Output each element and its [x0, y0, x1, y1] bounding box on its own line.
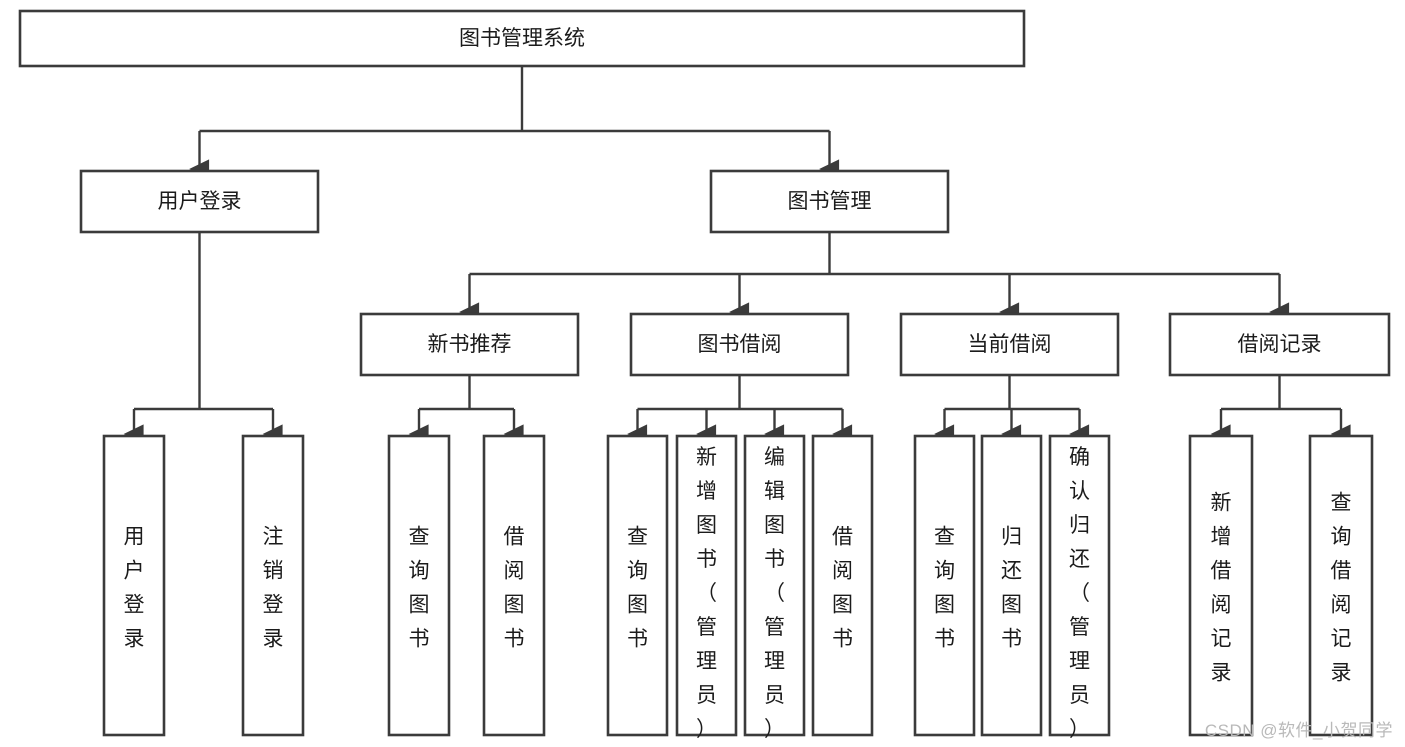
node-current-borrow[interactable]: 当前借阅: [899, 312, 1120, 377]
node-label-user-login: 用户登录: [158, 190, 242, 213]
node-book-manage[interactable]: 图书管理: [709, 169, 950, 234]
node-box-user-login: [79, 169, 320, 234]
node-leaf-borrow-book[interactable]: 借阅图书: [811, 434, 874, 737]
node-box-leaf-query-book-current: [913, 434, 976, 737]
node-box-leaf-query-borrow-record: [1308, 434, 1374, 737]
node-leaf-add-book-admin[interactable]: 新增图书（管理员）: [675, 434, 738, 741]
watermark-text: CSDN @软件_小贺同学: [1204, 721, 1393, 740]
node-label-new-book-recommend: 新书推荐: [428, 333, 512, 356]
node-label-root: 图书管理系统: [459, 27, 585, 50]
node-root[interactable]: 图书管理系统: [18, 9, 1026, 68]
node-label-borrow-record: 借阅记录: [1238, 333, 1322, 356]
node-box-leaf-return-book: [980, 434, 1043, 737]
connector-group-root: [189, 66, 840, 179]
node-leaf-add-borrow-record[interactable]: 新增借阅记录: [1188, 434, 1254, 737]
node-label-leaf-borrow-book: 借阅图书: [832, 526, 853, 651]
connector-group-user-login: [123, 232, 283, 444]
node-leaf-query-borrow-record[interactable]: 查询借阅记录: [1308, 434, 1374, 737]
node-user-login[interactable]: 用户登录: [79, 169, 320, 234]
node-box-leaf-logout-login: [241, 434, 305, 737]
node-leaf-return-book[interactable]: 归还图书: [980, 434, 1043, 737]
node-label-current-borrow: 当前借阅: [968, 333, 1052, 356]
node-leaf-confirm-return-admin[interactable]: 确认归还（管理员）: [1048, 434, 1111, 741]
node-label-leaf-query-borrow-record: 查询借阅记录: [1331, 492, 1352, 685]
connector-group-book-manage: [459, 232, 1290, 322]
node-label-leaf-borrow-book-recommend: 借阅图书: [504, 526, 525, 651]
node-box-new-book-recommend: [359, 312, 580, 377]
node-leaf-query-book-recommend[interactable]: 查询图书: [387, 434, 451, 737]
node-book-borrow[interactable]: 图书借阅: [629, 312, 850, 377]
node-label-leaf-query-book-current: 查询图书: [934, 526, 955, 651]
node-box-root: [18, 9, 1026, 68]
node-label-leaf-edit-book-admin: 编辑图书（管理员）: [764, 446, 785, 741]
node-box-borrow-record: [1168, 312, 1391, 377]
node-box-book-manage: [709, 169, 950, 234]
node-label-leaf-return-book: 归还图书: [1001, 526, 1022, 651]
node-box-leaf-borrow-book-recommend: [482, 434, 546, 737]
node-leaf-user-login[interactable]: 用户登录: [102, 434, 166, 737]
node-leaf-borrow-book-recommend[interactable]: 借阅图书: [482, 434, 546, 737]
connector-group-book-borrow: [627, 375, 853, 444]
node-box-book-borrow: [629, 312, 850, 377]
node-label-leaf-logout-login: 注销登录: [263, 526, 284, 651]
node-box-leaf-query-book-recommend: [387, 434, 451, 737]
node-label-book-manage: 图书管理: [788, 190, 872, 213]
node-leaf-query-book-current[interactable]: 查询图书: [913, 434, 976, 737]
node-box-leaf-add-borrow-record: [1188, 434, 1254, 737]
node-box-leaf-borrow-book: [811, 434, 874, 737]
connector-group-borrow-record: [1210, 375, 1351, 444]
node-label-book-borrow: 图书借阅: [698, 333, 782, 356]
node-box-leaf-confirm-return-admin: [1048, 434, 1111, 737]
node-leaf-query-book-borrow[interactable]: 查询图书: [606, 434, 669, 737]
node-box-leaf-query-book-borrow: [606, 434, 669, 737]
node-box-current-borrow: [899, 312, 1120, 377]
node-layer: 图书管理系统用户登录图书管理新书推荐图书借阅当前借阅借阅记录用户登录注销登录查询…: [18, 9, 1391, 741]
node-label-leaf-user-login: 用户登录: [124, 526, 145, 651]
node-label-leaf-add-borrow-record: 新增借阅记录: [1211, 492, 1232, 685]
node-leaf-edit-book-admin[interactable]: 编辑图书（管理员）: [743, 434, 806, 741]
node-box-leaf-user-login: [102, 434, 166, 737]
node-label-leaf-query-book-recommend: 查询图书: [409, 526, 430, 651]
connector-group-new-book-recommend: [408, 375, 524, 444]
node-new-book-recommend[interactable]: 新书推荐: [359, 312, 580, 377]
node-borrow-record[interactable]: 借阅记录: [1168, 312, 1391, 377]
node-leaf-logout-login[interactable]: 注销登录: [241, 434, 305, 737]
connector-group-current-borrow: [934, 375, 1090, 444]
node-box-leaf-edit-book-admin: [743, 434, 806, 737]
node-box-leaf-add-book-admin: [675, 434, 738, 737]
node-label-leaf-confirm-return-admin: 确认归还（管理员）: [1069, 446, 1090, 741]
node-label-leaf-add-book-admin: 新增图书（管理员）: [696, 446, 717, 741]
node-label-leaf-query-book-borrow: 查询图书: [627, 526, 648, 651]
connector-layer: [123, 66, 1351, 444]
